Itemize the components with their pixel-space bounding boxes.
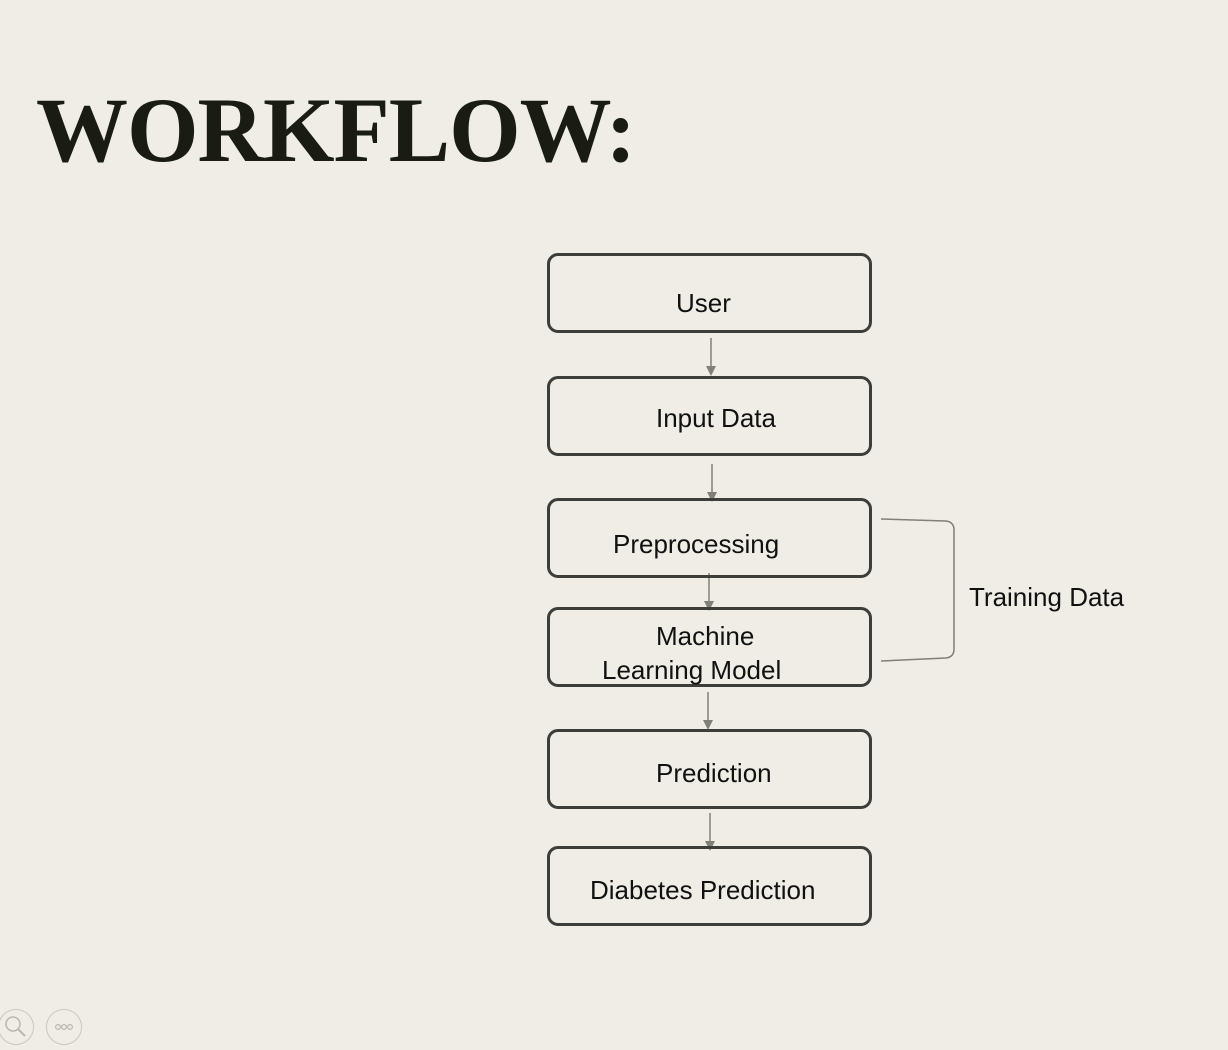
input-data-label: Input Data [656, 403, 776, 433]
prediction-label: Prediction [656, 758, 772, 788]
diabetes-prediction-label: Diabetes Prediction [590, 875, 816, 905]
user-label: User [676, 288, 731, 318]
user-box: User [547, 253, 872, 333]
preprocessing-label: Preprocessing [613, 529, 780, 559]
magnifier-icon [5, 1016, 26, 1037]
preprocessing-box: Preprocessing [547, 498, 872, 578]
slide-title: WORKFLOW: [36, 79, 636, 181]
ml-model-label-line1: Machine [656, 621, 755, 651]
input-data-box: Input Data [547, 376, 872, 456]
ml-model-box: Machine Learning Model [547, 607, 872, 687]
training-data-label: Training Data [969, 582, 1125, 612]
training-data-bracket [880, 518, 955, 662]
more-options-icon [55, 1024, 74, 1031]
ml-model-label-line2: Learning Model [602, 655, 782, 685]
zoom-button[interactable] [0, 1009, 34, 1045]
prediction-box: Prediction [547, 729, 872, 809]
diabetes-prediction-box: Diabetes Prediction [547, 846, 872, 926]
more-options-button[interactable] [46, 1009, 82, 1045]
